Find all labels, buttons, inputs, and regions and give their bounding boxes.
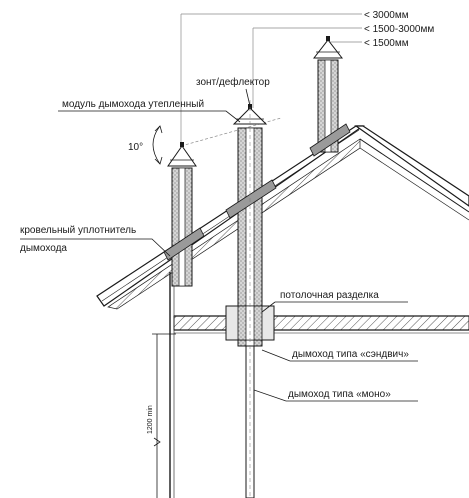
angle-label: 10°	[128, 142, 143, 153]
roof-seal-right	[309, 123, 351, 157]
mono-chimney-label: дымоход типа «моно»	[288, 389, 391, 400]
sandwich-chimney-label: дымоход типа «сэндвич»	[292, 349, 409, 360]
height-mark-1500: < 1500мм	[364, 38, 409, 49]
roof-hatching	[107, 138, 361, 310]
walls	[169, 270, 175, 498]
min-height-label: 1200 min	[147, 405, 154, 434]
height-reference-lines	[180, 13, 362, 147]
roof-seal-left	[163, 227, 205, 261]
height-mark-3000: < 3000мм	[364, 10, 409, 21]
ceiling-cut-label: потолочная разделка	[280, 290, 379, 301]
chimney-center	[225, 100, 277, 498]
roof-seal-center	[225, 179, 277, 219]
insulated-module-label: модуль дымохода утепленный	[62, 99, 204, 110]
chimney-left	[163, 142, 205, 287]
roof-seal-label-line1: кровельный уплотнитель	[20, 225, 136, 236]
ceiling-slab	[173, 315, 469, 334]
height-mark-1500-3000: < 1500-3000мм	[364, 24, 434, 35]
leader-lines	[20, 88, 418, 402]
roof-seal-label-line2: дымохода	[20, 243, 67, 254]
umbrella-label: зонт/дефлектор	[196, 76, 270, 88]
angle-marker	[152, 125, 163, 165]
min-height-dimension	[152, 333, 176, 498]
roof-slope-right	[354, 125, 469, 207]
chimney-right	[309, 36, 351, 157]
roof	[96, 125, 469, 310]
height-marks: < 3000мм < 1500-3000мм < 1500мм	[364, 10, 434, 49]
